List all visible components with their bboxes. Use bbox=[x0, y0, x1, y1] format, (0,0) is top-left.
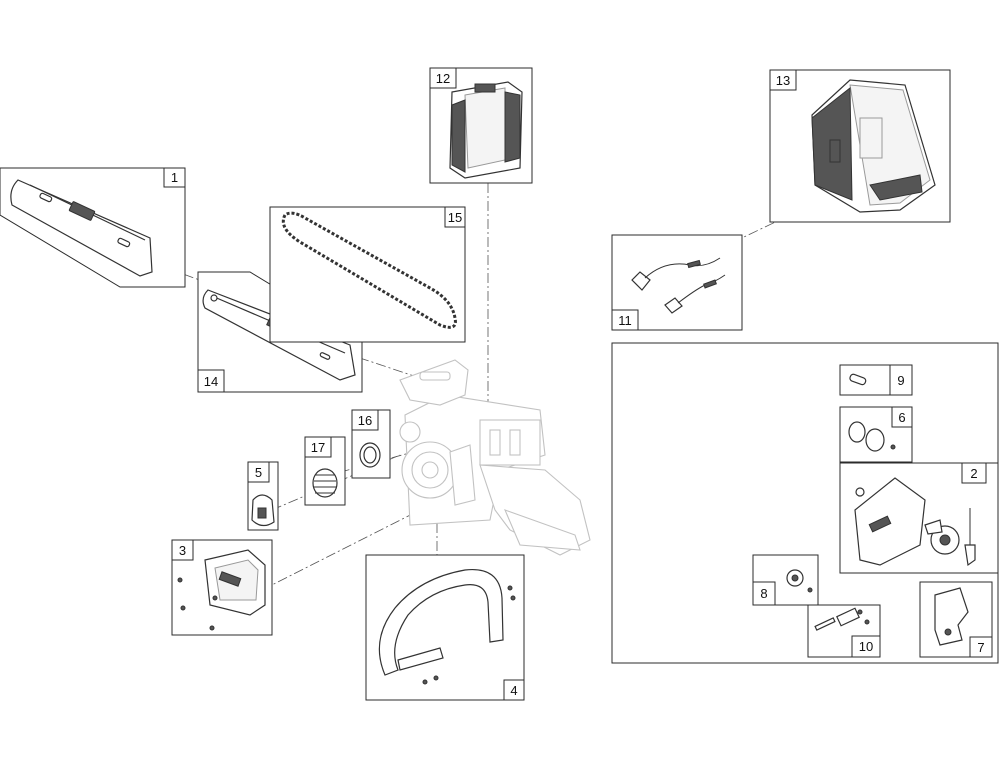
svg-text:7: 7 bbox=[977, 640, 984, 655]
callout-6: 6 bbox=[891, 406, 913, 428]
chainsaw-body-ghost-main bbox=[399, 359, 591, 556]
part-15-saw-chain bbox=[269, 206, 466, 343]
callout-13: 13 bbox=[769, 69, 797, 91]
svg-text:6: 6 bbox=[898, 410, 905, 425]
callout-16: 16 bbox=[351, 409, 379, 431]
svg-text:5: 5 bbox=[255, 465, 262, 480]
callout-2: 2 bbox=[961, 462, 987, 484]
part-12-battery bbox=[429, 67, 533, 184]
callout-10: 10 bbox=[851, 635, 881, 658]
callout-11: 11 bbox=[611, 309, 639, 331]
svg-text:3: 3 bbox=[179, 543, 186, 558]
svg-text:15: 15 bbox=[448, 210, 462, 225]
part-5-tension-knob bbox=[247, 461, 279, 531]
svg-text:13: 13 bbox=[776, 73, 790, 88]
svg-text:12: 12 bbox=[436, 71, 450, 86]
part-13-charger bbox=[769, 69, 951, 223]
svg-text:2: 2 bbox=[970, 466, 977, 481]
callout-15: 15 bbox=[444, 206, 466, 228]
callout-7: 7 bbox=[969, 636, 993, 658]
callout-3: 3 bbox=[171, 539, 194, 561]
part-1-bar-scabbard bbox=[0, 167, 186, 288]
callout-9: 9 bbox=[889, 364, 913, 396]
part-4-front-handle bbox=[365, 554, 525, 701]
callout-tags: 1 2 3 4 5 6 7 8 bbox=[163, 67, 993, 701]
callout-14: 14 bbox=[197, 369, 225, 393]
callout-1: 1 bbox=[163, 167, 186, 188]
svg-text:14: 14 bbox=[204, 374, 218, 389]
part-11-power-cords bbox=[611, 234, 743, 331]
part-8-drive-gear bbox=[752, 554, 819, 606]
svg-text:8: 8 bbox=[760, 586, 767, 601]
svg-text:11: 11 bbox=[618, 313, 632, 328]
svg-text:9: 9 bbox=[897, 373, 904, 388]
callout-17: 17 bbox=[304, 436, 332, 458]
callout-4: 4 bbox=[503, 679, 525, 701]
svg-text:17: 17 bbox=[311, 440, 325, 455]
svg-text:16: 16 bbox=[358, 413, 372, 428]
svg-text:4: 4 bbox=[510, 683, 517, 698]
callout-12: 12 bbox=[429, 67, 457, 89]
svg-text:10: 10 bbox=[859, 639, 873, 654]
callout-5: 5 bbox=[247, 461, 270, 483]
callout-8: 8 bbox=[752, 581, 776, 606]
svg-text:1: 1 bbox=[171, 170, 178, 185]
